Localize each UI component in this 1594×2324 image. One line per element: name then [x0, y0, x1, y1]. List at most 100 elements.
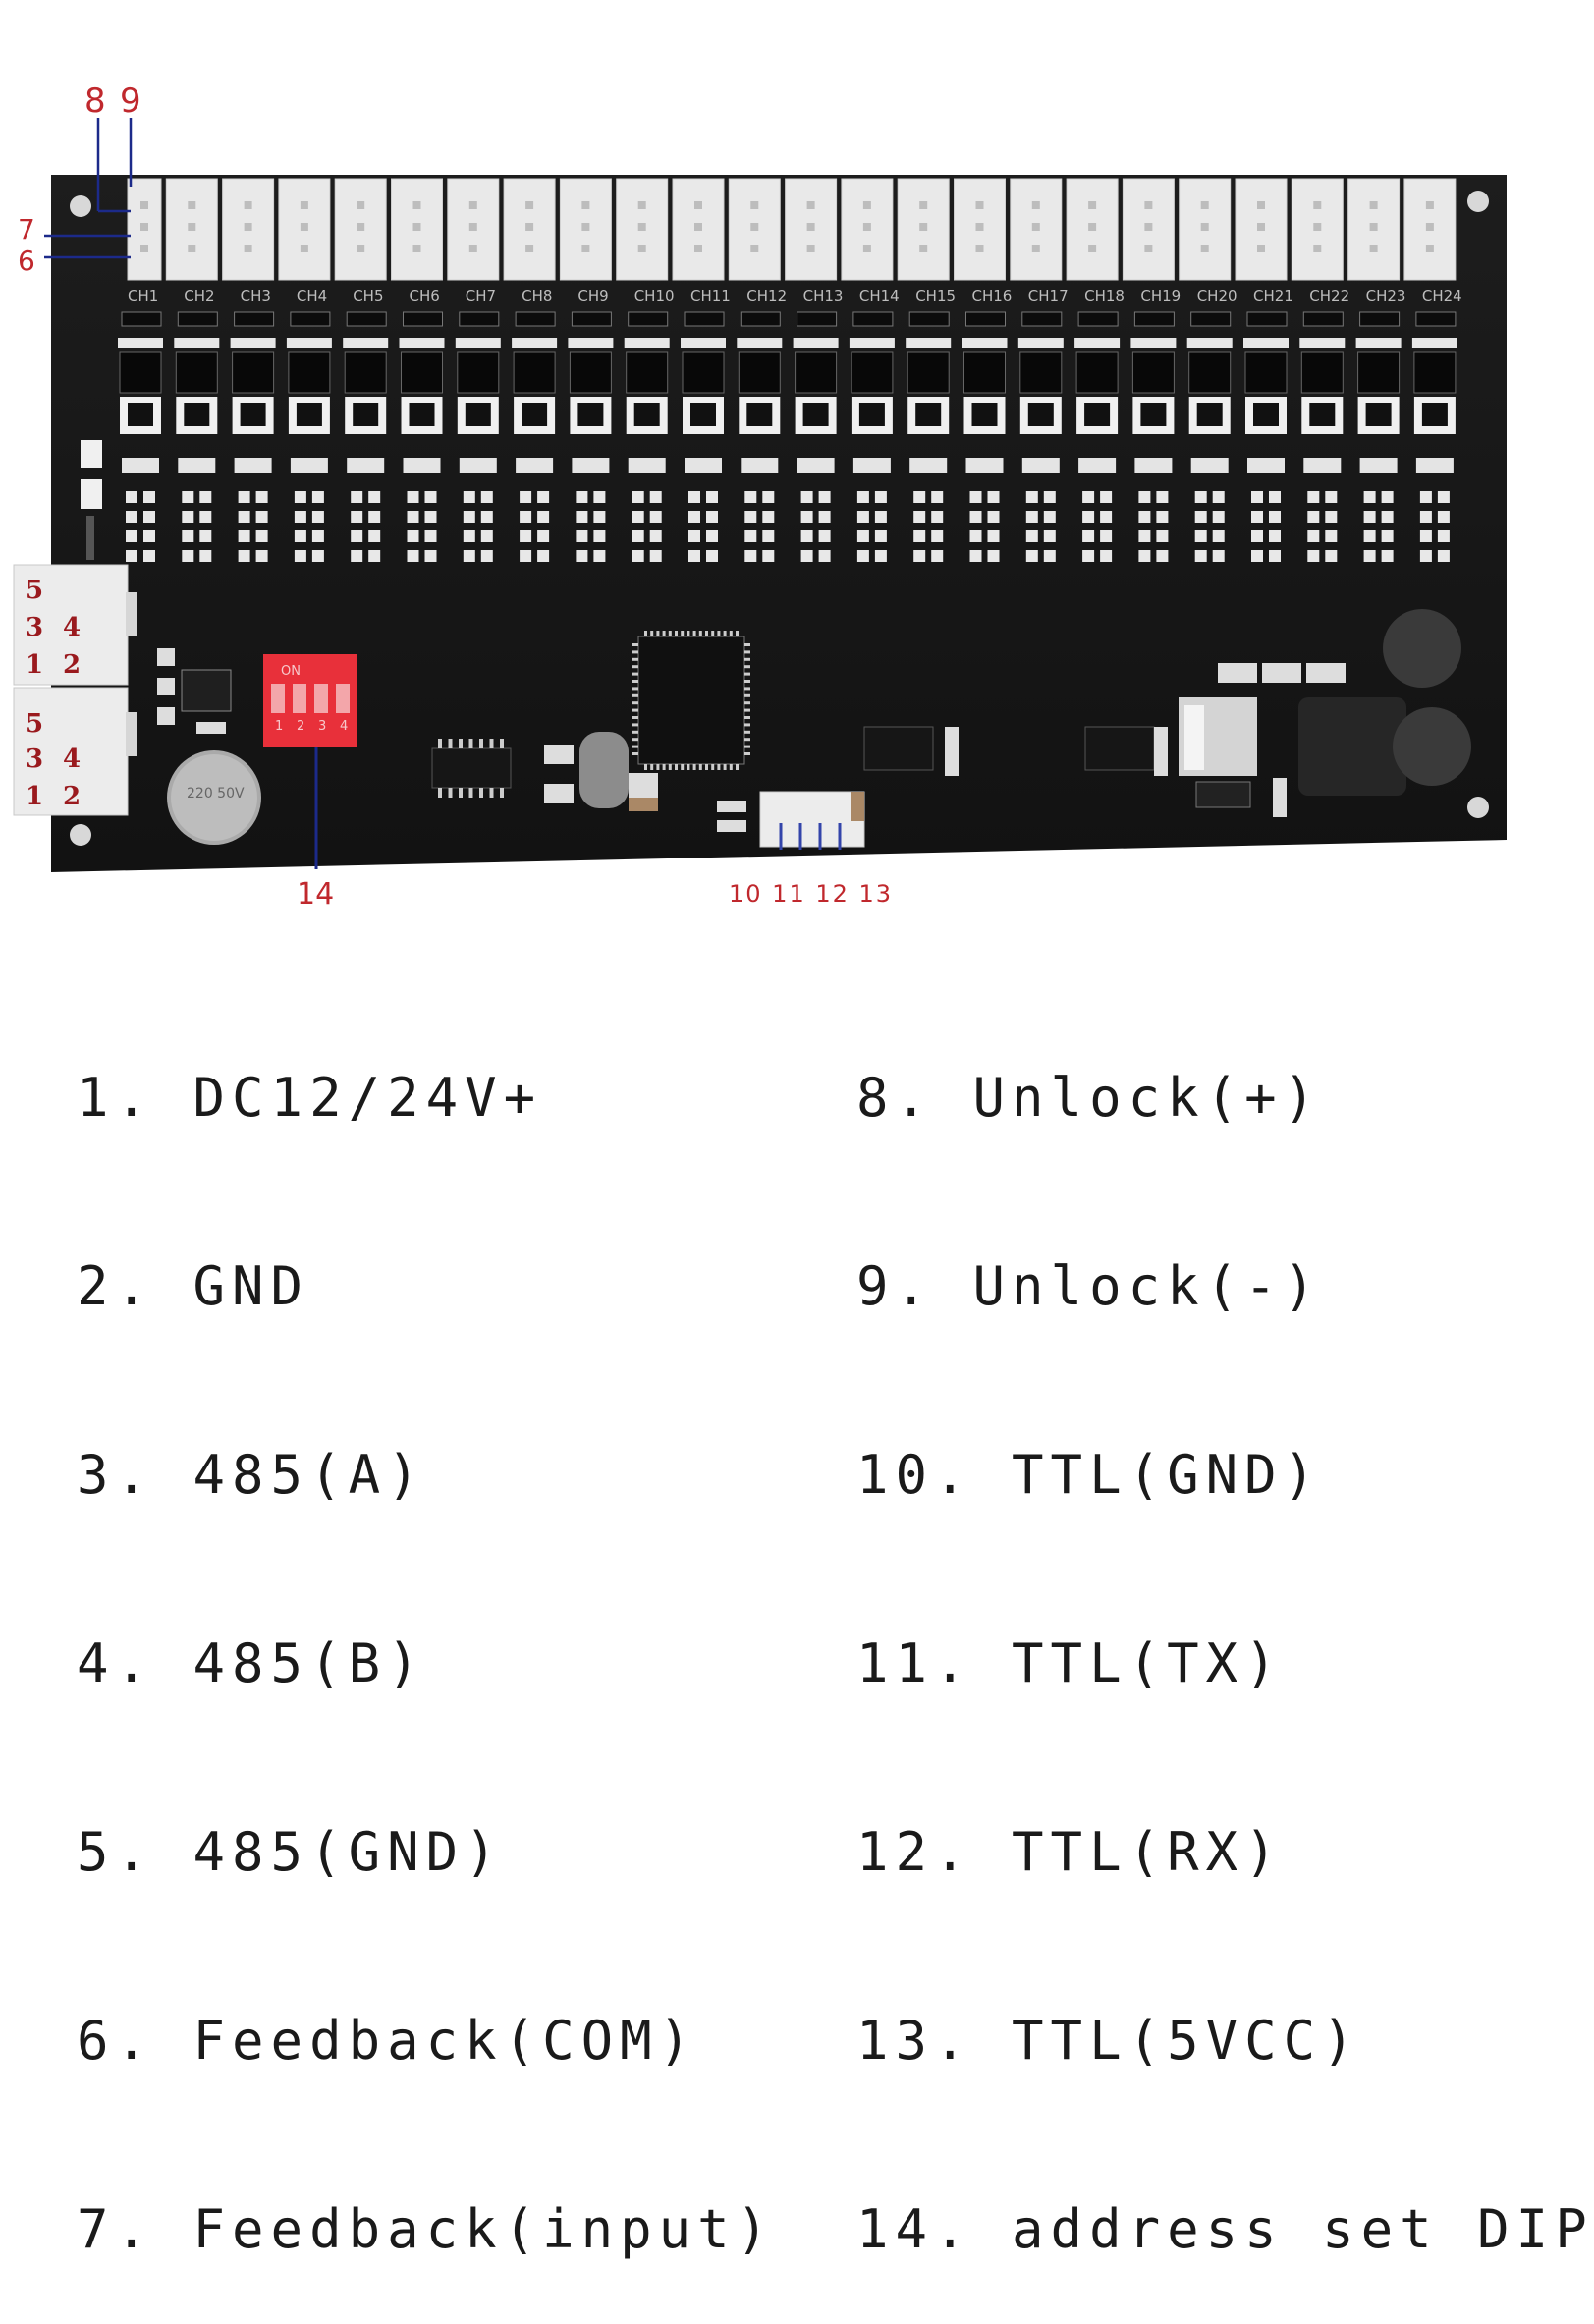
- channel-label: CH4: [296, 287, 328, 304]
- channel-label: CH18: [1084, 287, 1125, 304]
- channel-1: [118, 178, 163, 562]
- channel-20: [1179, 178, 1233, 562]
- dip-number: 2: [297, 719, 305, 734]
- inductor: [1298, 697, 1406, 796]
- pin-number: 3: [26, 745, 44, 774]
- pin-number: 1: [26, 650, 44, 680]
- pin-number: 5: [26, 709, 44, 739]
- mount-hole: [1467, 797, 1489, 818]
- channel-label: CH11: [690, 287, 731, 304]
- legend-left: 1. DC12/24V+ 2. GND 3. 485(A) 4. 485(B) …: [77, 941, 775, 2324]
- channel-24: [1403, 178, 1457, 562]
- ic-chip: [181, 669, 232, 712]
- channel-8: [503, 178, 558, 562]
- channel-19: [1122, 178, 1177, 562]
- pin-number: 1: [26, 782, 44, 811]
- channel-label: CH10: [633, 287, 675, 304]
- mount-hole: [70, 824, 91, 846]
- callout-9: 9: [120, 82, 141, 121]
- legend-item: 10. TTL(GND): [856, 1444, 1323, 1506]
- power-connector-lower: [13, 687, 137, 816]
- channel-label: CH2: [184, 287, 215, 304]
- channel-label: CH15: [915, 287, 957, 304]
- channel-label: CH3: [240, 287, 271, 304]
- legend-item: 14. address set DIP: [856, 2198, 1594, 2260]
- channel-label: CH9: [577, 287, 609, 304]
- ic-chip: [431, 747, 512, 789]
- channel-13: [785, 178, 839, 562]
- ic-chip: [1084, 726, 1155, 771]
- power-connector-upper: [13, 564, 137, 686]
- callout-6: 6: [18, 245, 35, 277]
- mount-hole: [1467, 191, 1489, 212]
- channel-group: [118, 178, 1457, 562]
- legend-item: 3. 485(A): [77, 1444, 426, 1506]
- channel-5: [334, 178, 389, 562]
- channel-label: CH14: [858, 287, 900, 304]
- dip-switch: [263, 654, 357, 747]
- channel-10: [616, 178, 670, 562]
- channel-21: [1235, 178, 1289, 562]
- channel-label: CH24: [1421, 287, 1462, 304]
- channel-6: [391, 178, 445, 562]
- channel-9: [559, 178, 614, 562]
- crystal: [579, 732, 629, 808]
- channel-label: CH17: [1027, 287, 1069, 304]
- callout-lines: [44, 118, 318, 869]
- channel-2: [165, 178, 220, 562]
- pin-number: 3: [26, 613, 44, 642]
- legend-item: 11. TTL(TX): [856, 1632, 1284, 1694]
- channel-4: [278, 178, 332, 562]
- channel-label: CH12: [746, 287, 788, 304]
- dip-on-label: ON: [281, 664, 301, 679]
- channel-label: CH6: [409, 287, 440, 304]
- legend-item: 1. DC12/24V+: [77, 1067, 543, 1129]
- channel-label: CH20: [1196, 287, 1237, 304]
- channel-label: CH16: [971, 287, 1013, 304]
- legend-right: 8. Unlock(+) 9. Unlock(-) 10. TTL(GND) 1…: [856, 941, 1594, 2324]
- callout-ttl-pins: 10 11 12 13: [729, 880, 894, 908]
- channel-16: [954, 178, 1008, 562]
- board-outline: [51, 175, 1507, 872]
- channel-label: CH22: [1309, 287, 1350, 304]
- channel-22: [1291, 178, 1346, 562]
- ic-chip: [863, 726, 934, 771]
- ttl-connector: [759, 791, 865, 848]
- channel-label: CH21: [1253, 287, 1293, 304]
- pcb-board: [13, 118, 1507, 872]
- legend-item: 9. Unlock(-): [856, 1255, 1323, 1317]
- channel-label: CH7: [465, 287, 497, 304]
- pin-number: 4: [63, 745, 82, 774]
- channel-label: CH13: [802, 287, 844, 304]
- capacitor-label: 220 50V: [187, 786, 245, 802]
- legend-item: 2. GND: [77, 1255, 310, 1317]
- dip-number: 4: [340, 719, 349, 734]
- channel-23: [1347, 178, 1402, 562]
- legend-item: 12. TTL(RX): [856, 1821, 1284, 1883]
- channel-label: CH23: [1365, 287, 1406, 304]
- legend-item: 8. Unlock(+): [856, 1067, 1323, 1129]
- channel-15: [897, 178, 952, 562]
- dip-number: 3: [318, 719, 327, 734]
- dip-number: 1: [275, 719, 284, 734]
- callout-7: 7: [18, 213, 35, 246]
- channel-17: [1010, 178, 1064, 562]
- mount-hole: [70, 195, 91, 217]
- pin-number: 5: [26, 576, 44, 605]
- channel-11: [672, 178, 726, 562]
- mcu-chip: [637, 636, 745, 765]
- channel-label: CH5: [353, 287, 384, 304]
- channel-18: [1066, 178, 1121, 562]
- legend-item: 4. 485(B): [77, 1632, 426, 1694]
- smd-component: [81, 440, 102, 468]
- callout-14: 14: [297, 877, 335, 912]
- channel-label: CH8: [522, 287, 553, 304]
- pin-number: 2: [63, 782, 82, 811]
- callout-8: 8: [84, 82, 106, 121]
- legend-item: 13. TTL(5VCC): [856, 2010, 1361, 2072]
- channel-3: [222, 178, 276, 562]
- channel-label: CH19: [1140, 287, 1182, 304]
- legend-item: 5. 485(GND): [77, 1821, 504, 1883]
- legend-item: 7. Feedback(input): [77, 2198, 776, 2260]
- legend-item: 6. Feedback(COM): [77, 2010, 698, 2072]
